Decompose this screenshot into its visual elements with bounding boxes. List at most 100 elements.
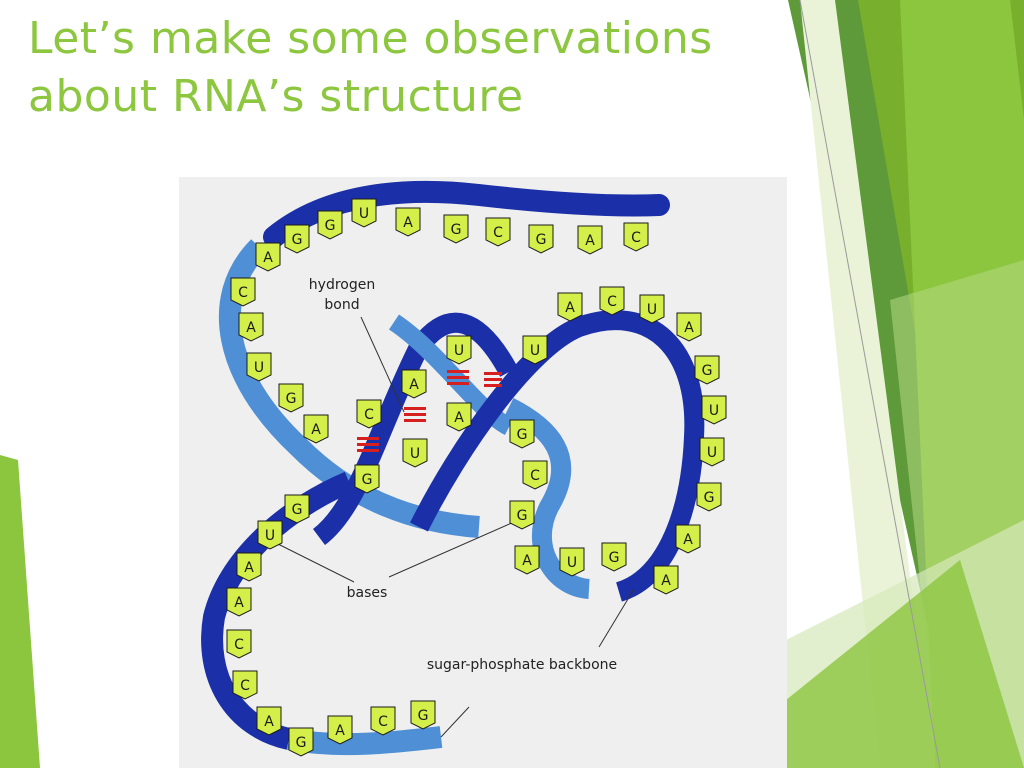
rna-base: C: [230, 277, 256, 307]
rna-base: C: [599, 286, 625, 316]
rna-base: U: [351, 198, 377, 228]
hydrogen-bond: [404, 407, 426, 410]
rna-base: A: [238, 312, 264, 342]
rna-base-shape: [255, 242, 281, 272]
rna-base: G: [284, 224, 310, 254]
rna-base: U: [559, 547, 585, 577]
rna-base-shape: [446, 402, 472, 432]
rna-base-letter: G: [704, 490, 715, 506]
label-leader-lines: [273, 316, 635, 738]
rna-base-shape: [284, 494, 310, 524]
backbone-leader: [440, 706, 470, 738]
rna-base-letter: G: [325, 218, 336, 234]
rna-base-shape: [303, 414, 329, 444]
rna-base: A: [255, 242, 281, 272]
rna-base-letter: G: [536, 232, 547, 248]
rna-base-shape: [257, 520, 283, 550]
rna-base-shape: [327, 715, 353, 745]
hydrogen-bond: [484, 372, 502, 375]
rna-base-letter: A: [311, 422, 321, 438]
rna-base: G: [410, 700, 436, 730]
rna-base: U: [639, 294, 665, 324]
rna-base-shape: [701, 395, 727, 425]
rna-base-shape: [401, 369, 427, 399]
backbone-top: [263, 180, 670, 248]
rna-base-letter: U: [647, 302, 657, 318]
rna-base: A: [303, 414, 329, 444]
rna-base: G: [601, 542, 627, 572]
rna-base: A: [256, 706, 282, 736]
rna-base: G: [509, 500, 535, 530]
rna-base-shape: [443, 214, 469, 244]
rna-base-shape: [230, 277, 256, 307]
hydrogen-bond: [357, 443, 379, 446]
rna-base: U: [522, 335, 548, 365]
rna-base-letter: U: [709, 403, 719, 419]
rna-base-letter: G: [609, 550, 620, 566]
rna-base: A: [226, 587, 252, 617]
rna-base: A: [675, 524, 701, 554]
rna-base: C: [623, 222, 649, 252]
rna-base: U: [402, 438, 428, 468]
rna-base-shape: [284, 224, 310, 254]
rna-base-letter: C: [378, 714, 388, 730]
bases-leader: [388, 521, 515, 578]
rna-base-shape: [528, 224, 554, 254]
rna-base-shape: [351, 198, 377, 228]
rna-base-letter: G: [296, 735, 307, 751]
rna-base-letter: A: [246, 320, 256, 336]
rna-base-letter: A: [335, 723, 345, 739]
rna-base: U: [446, 335, 472, 365]
rna-base-shape: [446, 335, 472, 365]
rna-base: G: [509, 419, 535, 449]
rna-base: A: [327, 715, 353, 745]
rna-base-shape: [226, 629, 252, 659]
rna-base: G: [284, 494, 310, 524]
rna-base-shape: [317, 210, 343, 240]
hydrogen-bond: [357, 449, 379, 452]
rna-base-shape: [278, 383, 304, 413]
rna-base-letter: U: [359, 206, 369, 222]
rna-base-letter: A: [244, 560, 254, 576]
hydrogen-bond: [404, 413, 426, 416]
rna-base: U: [699, 437, 725, 467]
rna-base-shape: [601, 542, 627, 572]
rna-base-shape: [226, 587, 252, 617]
rna-base: A: [446, 402, 472, 432]
rna-base-letter: C: [530, 468, 540, 484]
rna-base-letter: U: [454, 343, 464, 359]
hydrogen-bond: [357, 437, 379, 440]
hydrogen-bonds: [357, 370, 502, 452]
rna-base-letter: A: [263, 250, 273, 266]
bases-leader: [273, 541, 355, 583]
rna-base-letter: G: [418, 708, 429, 724]
rna-base-letter: A: [234, 595, 244, 611]
rna-base: G: [694, 355, 720, 385]
rna-base-letter: G: [362, 472, 373, 488]
rna-base-shape: [699, 437, 725, 467]
rna-base-letter: U: [254, 360, 264, 376]
left-stripe: [0, 455, 40, 768]
rna-base: A: [577, 225, 603, 255]
rna-base-shape: [238, 312, 264, 342]
hydrogen-bond: [404, 419, 426, 422]
rna-base-letter: A: [409, 377, 419, 393]
rna-base-shape: [288, 727, 314, 757]
rna-base-shape: [232, 670, 258, 700]
rna-base-letter: C: [631, 230, 641, 246]
rna-base-letter: C: [234, 637, 244, 653]
rna-base: G: [278, 383, 304, 413]
rna-base-letter: A: [684, 320, 694, 336]
rna-base-shape: [694, 355, 720, 385]
rna-base: C: [522, 460, 548, 490]
rna-base: C: [370, 706, 396, 736]
slide-title: Let’s make some observations about RNA’s…: [28, 10, 713, 126]
hydrogen-bond-label-line1: hydrogen: [308, 277, 376, 293]
rna-base-shape: [395, 207, 421, 237]
rna-base-letter: A: [565, 300, 575, 316]
rna-base-letter: A: [585, 233, 595, 249]
